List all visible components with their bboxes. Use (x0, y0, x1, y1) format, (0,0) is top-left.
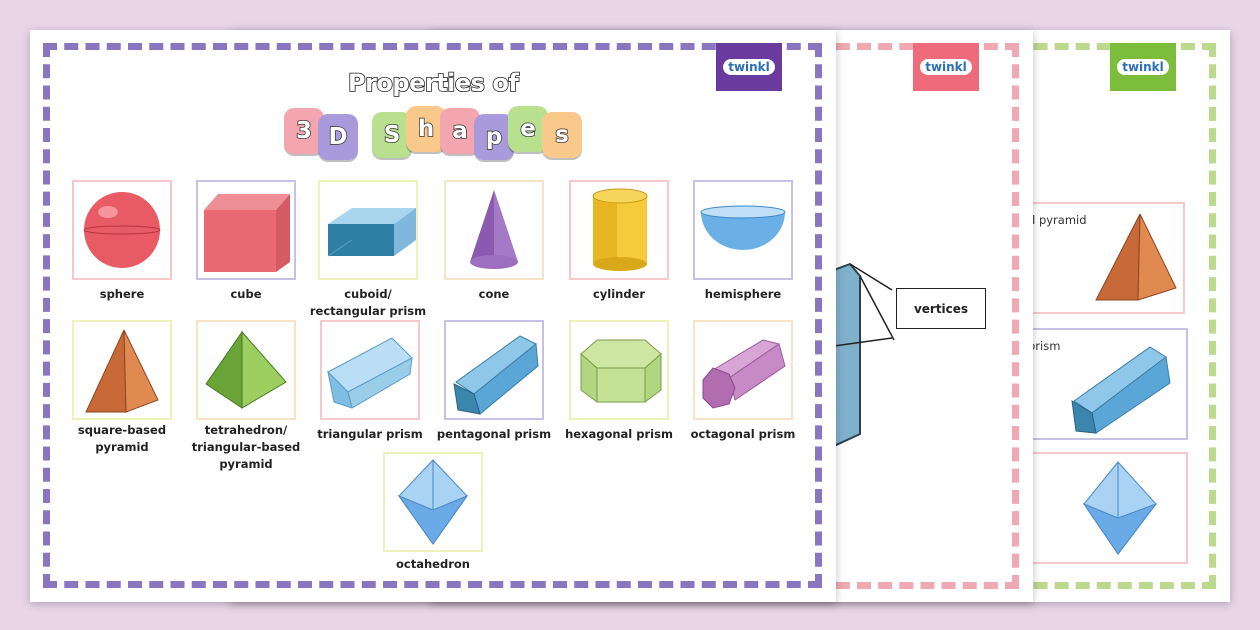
shape-card-octagonal-prism (693, 320, 793, 420)
hexagonal-prism-icon (580, 339, 662, 403)
shape-card-octahedron (383, 452, 483, 552)
shape-card-cone (444, 180, 544, 280)
cube-icon (204, 194, 290, 272)
letter-tile: D (318, 114, 358, 160)
pentagonal-prism-icon (1071, 346, 1171, 434)
octahedron-icon (397, 459, 469, 545)
title-letter-tiles: 3 D S h a p e s (284, 106, 590, 170)
letter-tile: S (372, 112, 412, 158)
shape-label: cube (230, 287, 262, 301)
shape-label: cuboid/ rectangular prism (309, 287, 427, 318)
tetrahedron-icon (205, 330, 287, 409)
shape-label: cone (478, 287, 510, 301)
shape-card-cuboid (318, 180, 418, 280)
shape-card-cylinder (569, 180, 669, 280)
shape-label: octagonal prism (690, 427, 796, 441)
shape-card-hemisphere (693, 180, 793, 280)
shape-card-cube (196, 180, 296, 280)
triangular-prism-icon (327, 337, 413, 409)
octagonal-prism-icon (702, 339, 786, 409)
letter-tile: a (440, 108, 480, 154)
twinkl-logo: twinkl (716, 43, 782, 91)
shape-label: sphere (99, 287, 145, 301)
shape-card-sphere (72, 180, 172, 280)
shape-label: hemisphere (704, 287, 782, 301)
cone-icon (470, 190, 518, 269)
shape-label: pentagonal prism (436, 427, 552, 441)
twinkl-logo: twinkl (913, 43, 979, 91)
shape-label: triangular prism (317, 427, 423, 441)
logo-text: twinkl (920, 59, 972, 75)
shape-card-hexagonal-prism (569, 320, 669, 420)
page-border (43, 43, 822, 588)
prism-diagram-icon (834, 262, 895, 448)
octahedron-icon (1082, 461, 1158, 555)
shape-label: octahedron (396, 557, 470, 571)
page-title: Properties of (347, 68, 519, 98)
sphere-icon (83, 192, 161, 268)
shape-label: hexagonal prism (565, 427, 673, 441)
letter-tile: h (406, 106, 446, 152)
logo-text: twinkl (723, 59, 775, 75)
cuboid-icon (327, 208, 416, 257)
square-pyramid-icon (85, 329, 159, 413)
shape-label: square-based pyramid (77, 423, 167, 454)
shape-card-tetrahedron (196, 320, 296, 420)
shape-label: cylinder (592, 287, 646, 301)
shape-card-triangular-prism (320, 320, 420, 420)
twinkl-logo: twinkl (1110, 43, 1176, 91)
shape-card-square-pyramid (72, 320, 172, 420)
shape-label-partial: d pyramid (1028, 213, 1087, 227)
letter-tile: p (474, 114, 514, 160)
letter-tile: e (508, 106, 548, 152)
logo-text: twinkl (1117, 59, 1169, 75)
shape-label: tetrahedron/ triangular-based pyramid (191, 423, 301, 471)
shape-label-partial: prism (1028, 339, 1061, 353)
vertices-callout: vertices (896, 288, 986, 329)
shape-card-pentagonal-prism (444, 320, 544, 420)
letter-tile: 3 (284, 108, 324, 154)
square-pyramid-icon (1095, 213, 1177, 301)
pentagonal-prism-icon (453, 335, 539, 415)
hemisphere-icon (700, 205, 786, 250)
cylinder-icon (592, 188, 648, 271)
worksheet-page-1: twinkl Properties of 3 D S h a p e s sph… (30, 30, 836, 602)
letter-tile: s (542, 112, 582, 158)
